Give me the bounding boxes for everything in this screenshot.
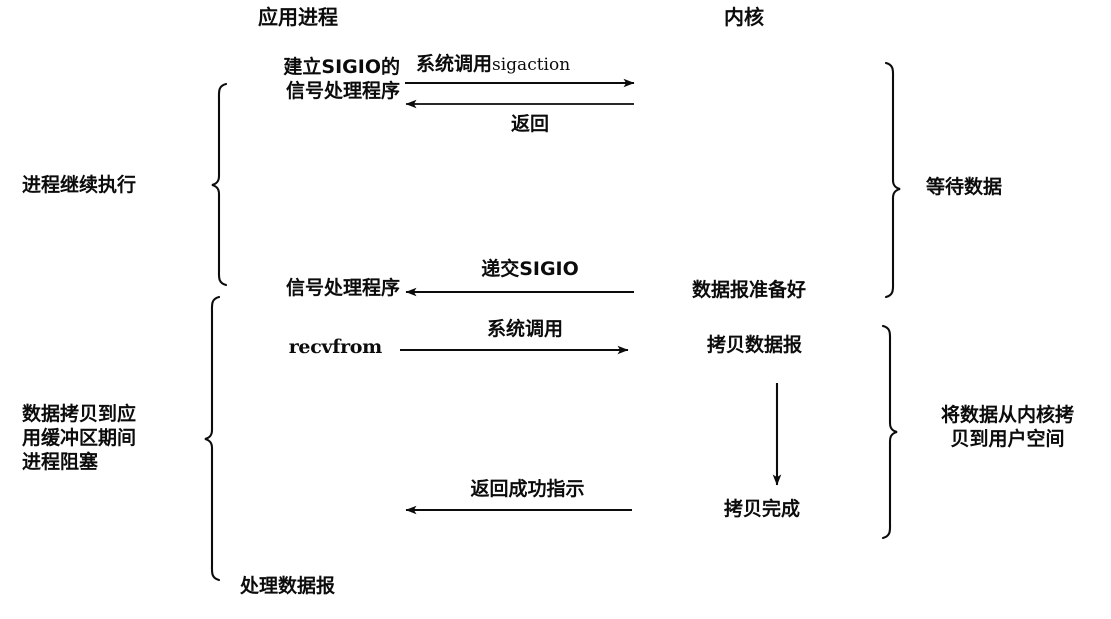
brace-label-copy-kernel-to-user: 将数据从内核拷 贝到用户空间 xyxy=(940,404,1074,450)
brace-right-copy-kernel-to-user xyxy=(881,324,898,540)
brace-label-process-blocked: 数据拷贝到应 用缓冲区期间 进程阻塞 xyxy=(22,403,137,473)
arrow-label-return: 返回 xyxy=(510,113,549,135)
node-recvfrom: recvfrom xyxy=(288,336,383,358)
column-heading-kernel: 内核 xyxy=(724,5,764,29)
arrow-label-return-success: 返回成功指示 xyxy=(470,478,585,500)
brace-right-waiting-for-data xyxy=(884,61,901,299)
arrow-label-deliver-sigio: 递交SIGIO xyxy=(481,258,579,280)
node-process-datagram: 处理数据报 xyxy=(240,575,336,597)
arrow-label-syscall-sigaction-cn: 系统调用 xyxy=(416,53,493,75)
node-copy-complete: 拷贝完成 xyxy=(724,498,801,520)
arrow-label-syscall-sigaction: 系统调用sigaction xyxy=(416,53,570,75)
node-datagram-ready: 数据报准备好 xyxy=(692,279,807,301)
arrow-label-syscall-sigaction-en: sigaction xyxy=(492,55,571,75)
brace-left-process-continues xyxy=(211,82,228,287)
node-setup-sigio-handler: 建立SIGIO的 信号处理程序 xyxy=(283,56,400,102)
node-signal-handler: 信号处理程序 xyxy=(285,277,400,299)
brace-label-waiting-for-data: 等待数据 xyxy=(926,176,1003,198)
column-heading-application-process: 应用进程 xyxy=(258,5,338,29)
brace-label-process-continues: 进程继续执行 xyxy=(22,174,137,196)
arrow-label-syscall: 系统调用 xyxy=(486,318,563,340)
node-copy-datagram: 拷贝数据报 xyxy=(707,334,803,356)
